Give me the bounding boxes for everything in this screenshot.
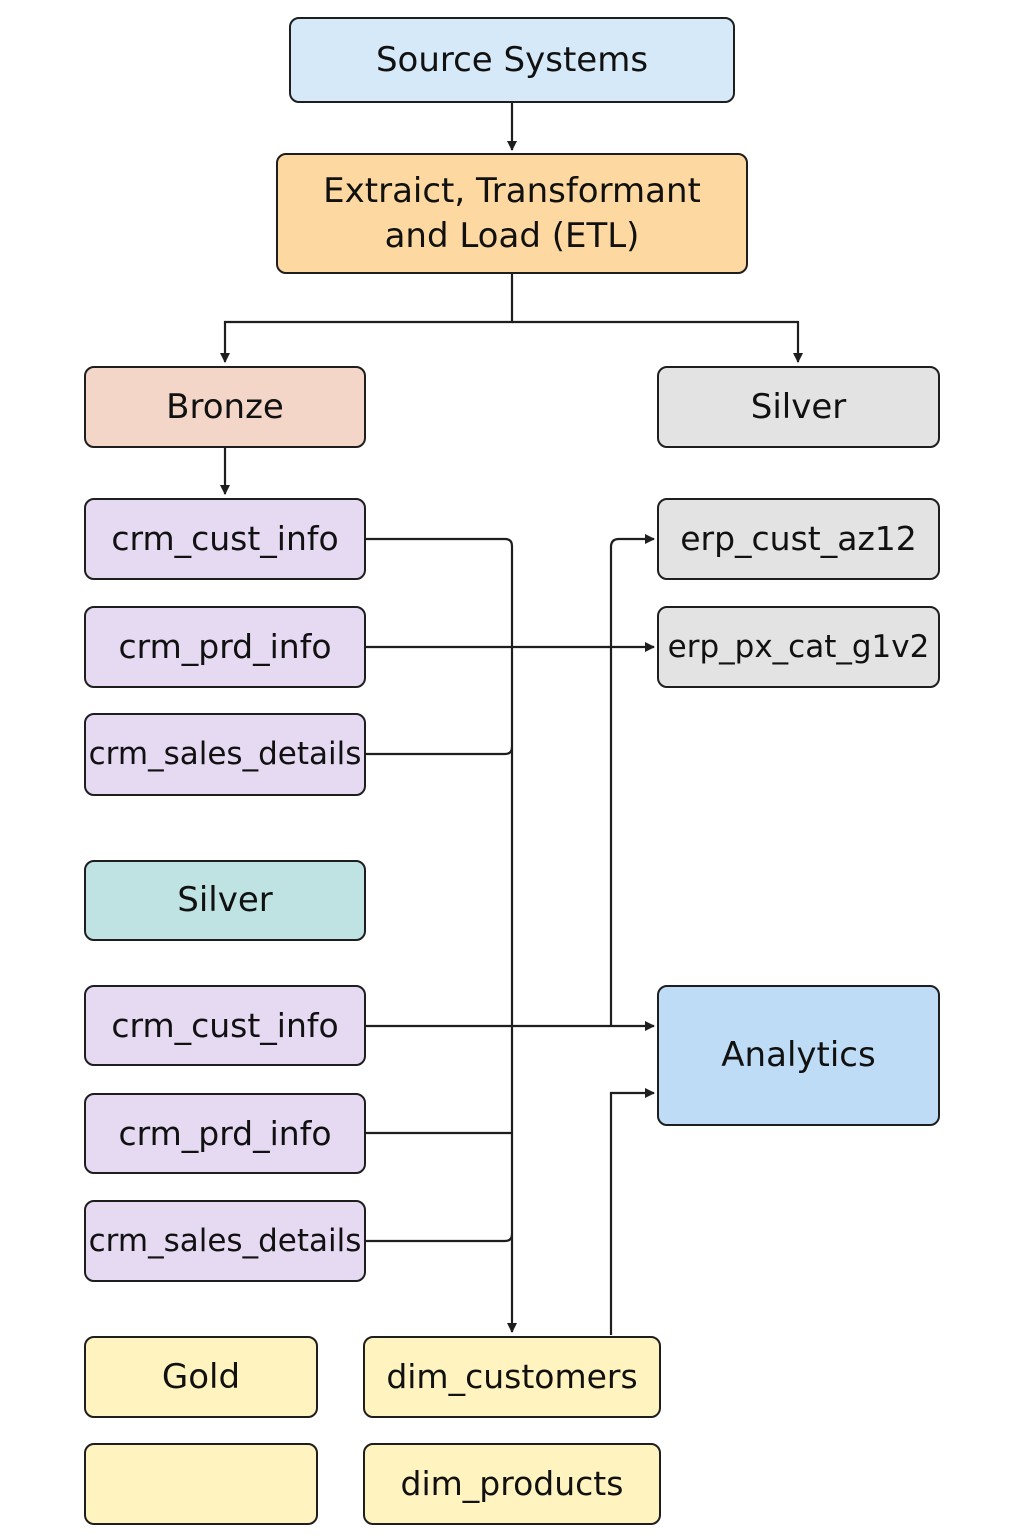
analytics-box: Analytics [657,985,940,1126]
erp-px-cat-g1v2-box: erp_px_cat_g1v2 [657,606,940,688]
arrow-etl-to-silver [512,320,803,363]
analytics-label: Analytics [721,1035,876,1076]
bronze-crm-sales-details-box: crm_sales_details [84,713,366,796]
dim-customers-label: dim_customers [386,1357,638,1397]
etl-label-line1: Extraict, Transformant [323,170,701,211]
gold-header-box: Gold [84,1336,318,1418]
silver-header-left-box: Silver [84,860,366,941]
silver-crm-prd-info-box: crm_prd_info [84,1093,366,1174]
gold-header-label: Gold [161,1356,241,1397]
arrow-riser-to-erp-cust-az12 [609,534,655,1026]
line-bronze-cust-to-trunk [365,537,514,547]
etl-label-line2: and Load (ETL) [384,215,640,256]
bronze-header-label: Bronze [166,386,284,427]
silver-header-left-label: Silver [177,880,273,921]
bronze-crm-cust-info-box: crm_cust_info [84,498,366,580]
source-systems-label: Source Systems [375,39,649,80]
dim-products-box: dim_products [363,1443,661,1525]
erp-cust-az12-box: erp_cust_az12 [657,498,940,580]
arrow-etl-to-bronze [220,274,514,363]
line-silver-sales-to-trunk [365,1233,514,1243]
gold-blank-box [84,1443,318,1525]
erp-cust-az12-label: erp_cust_az12 [680,519,917,559]
silver-header-right-label: Silver [750,386,847,427]
bronze-crm-sales-details-label: crm_sales_details [88,736,362,773]
bronze-header-box: Bronze [84,366,366,448]
silver-crm-sales-details-box: crm_sales_details [84,1200,366,1282]
silver-crm-sales-details-label: crm_sales_details [88,1222,362,1259]
bronze-crm-prd-info-box: crm_prd_info [84,606,366,688]
source-systems-box: Source Systems [289,17,735,103]
dim-customers-box: dim_customers [363,1336,661,1418]
erp-px-cat-g1v2-label: erp_px_cat_g1v2 [667,628,930,665]
silver-crm-prd-info-label: crm_prd_info [118,1113,332,1153]
line-bronze-sales-to-trunk [365,746,514,756]
etl-box: Extraict, Transformant and Load (ETL) [276,153,748,274]
silver-header-right-box: Silver [657,366,940,448]
silver-crm-cust-info-box: crm_cust_info [84,985,366,1066]
bronze-crm-cust-info-label: crm_cust_info [111,519,339,559]
arrow-dim-customers-to-analytics [609,1088,655,1335]
bronze-crm-prd-info-label: crm_prd_info [118,627,332,667]
silver-crm-cust-info-label: crm_cust_info [111,1005,339,1045]
dim-products-label: dim_products [400,1464,624,1504]
